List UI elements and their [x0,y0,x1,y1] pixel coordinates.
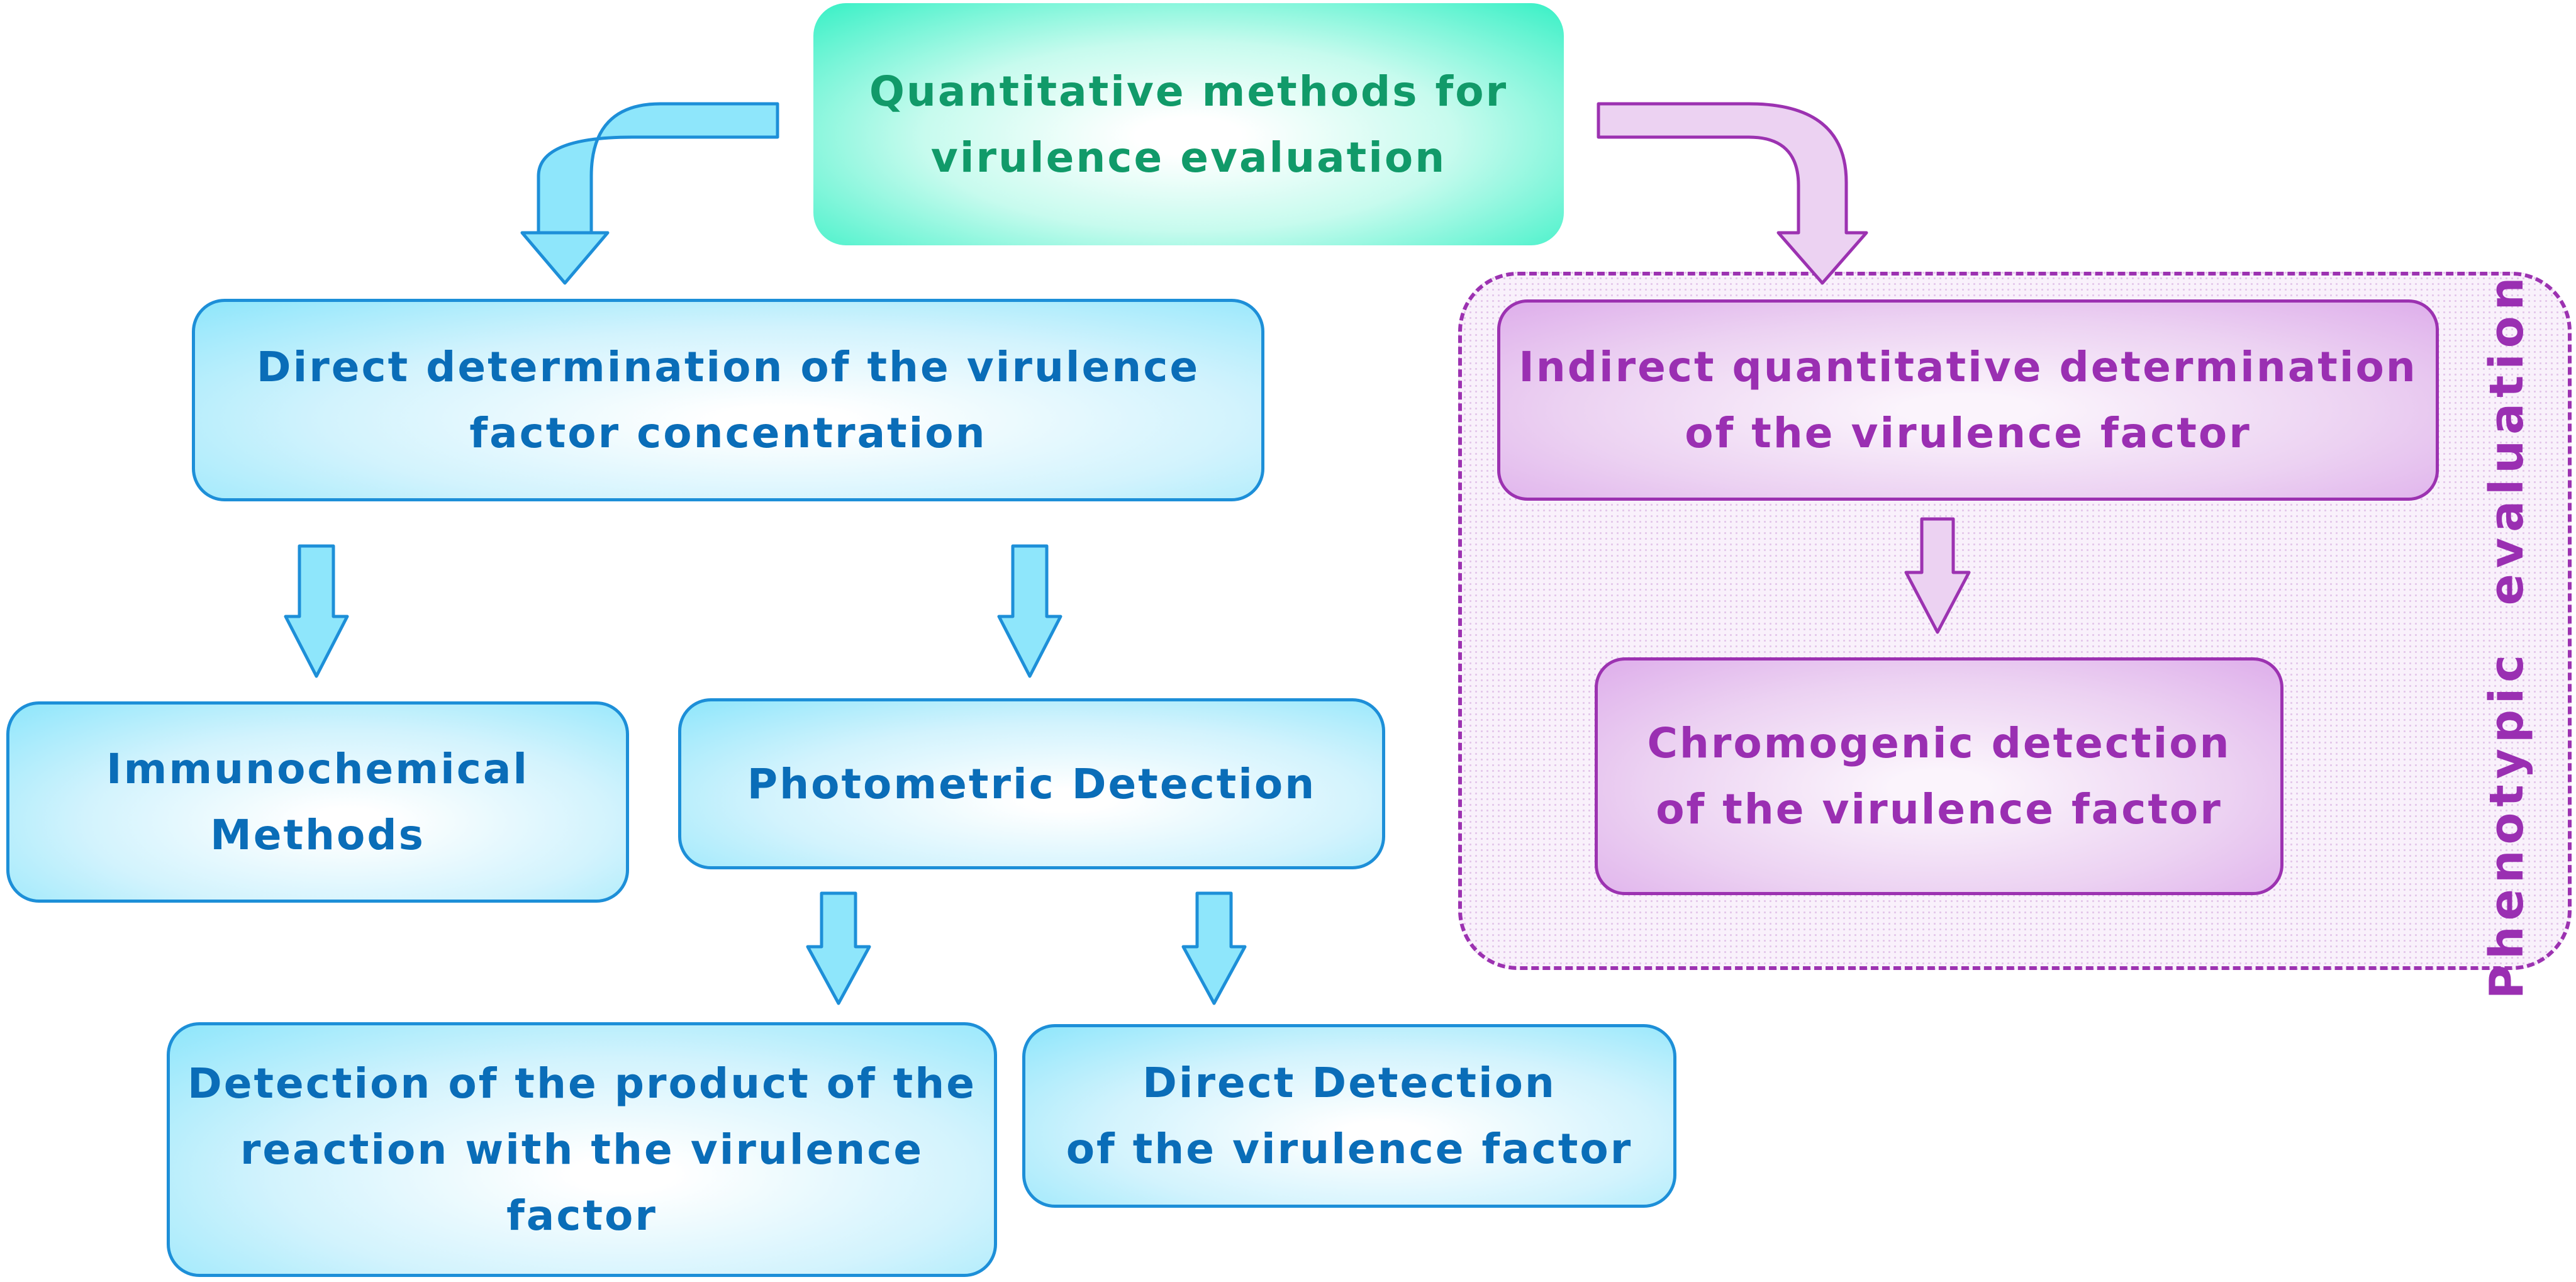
photometric-detection-node: Photometric Detection [678,698,1385,869]
product-detection-node: Detection of the product of the reaction… [167,1022,997,1277]
down-arrow-immuno [284,544,349,678]
indirect-determination-node: Indirect quantitative determination of t… [1497,299,2439,501]
down-arrow-chromogenic [1904,517,1971,634]
direct-detection-node: Direct Detection of the virulence factor [1022,1024,1676,1208]
curved-arrow-right [1597,102,1868,285]
down-arrow-photometric [997,544,1062,678]
down-arrow-direct-detection [1181,891,1247,1005]
immunochemical-methods-node: Immunochemical Methods [6,701,629,903]
down-arrow-product [806,891,871,1005]
quantitative-methods-node: Quantitative methods for virulence evalu… [813,3,1564,245]
curved-arrow-left [520,102,779,285]
chromogenic-detection-node: Chromogenic detection of the virulence f… [1595,657,2283,895]
direct-determination-node: Direct determination of the virulence fa… [192,299,1264,501]
